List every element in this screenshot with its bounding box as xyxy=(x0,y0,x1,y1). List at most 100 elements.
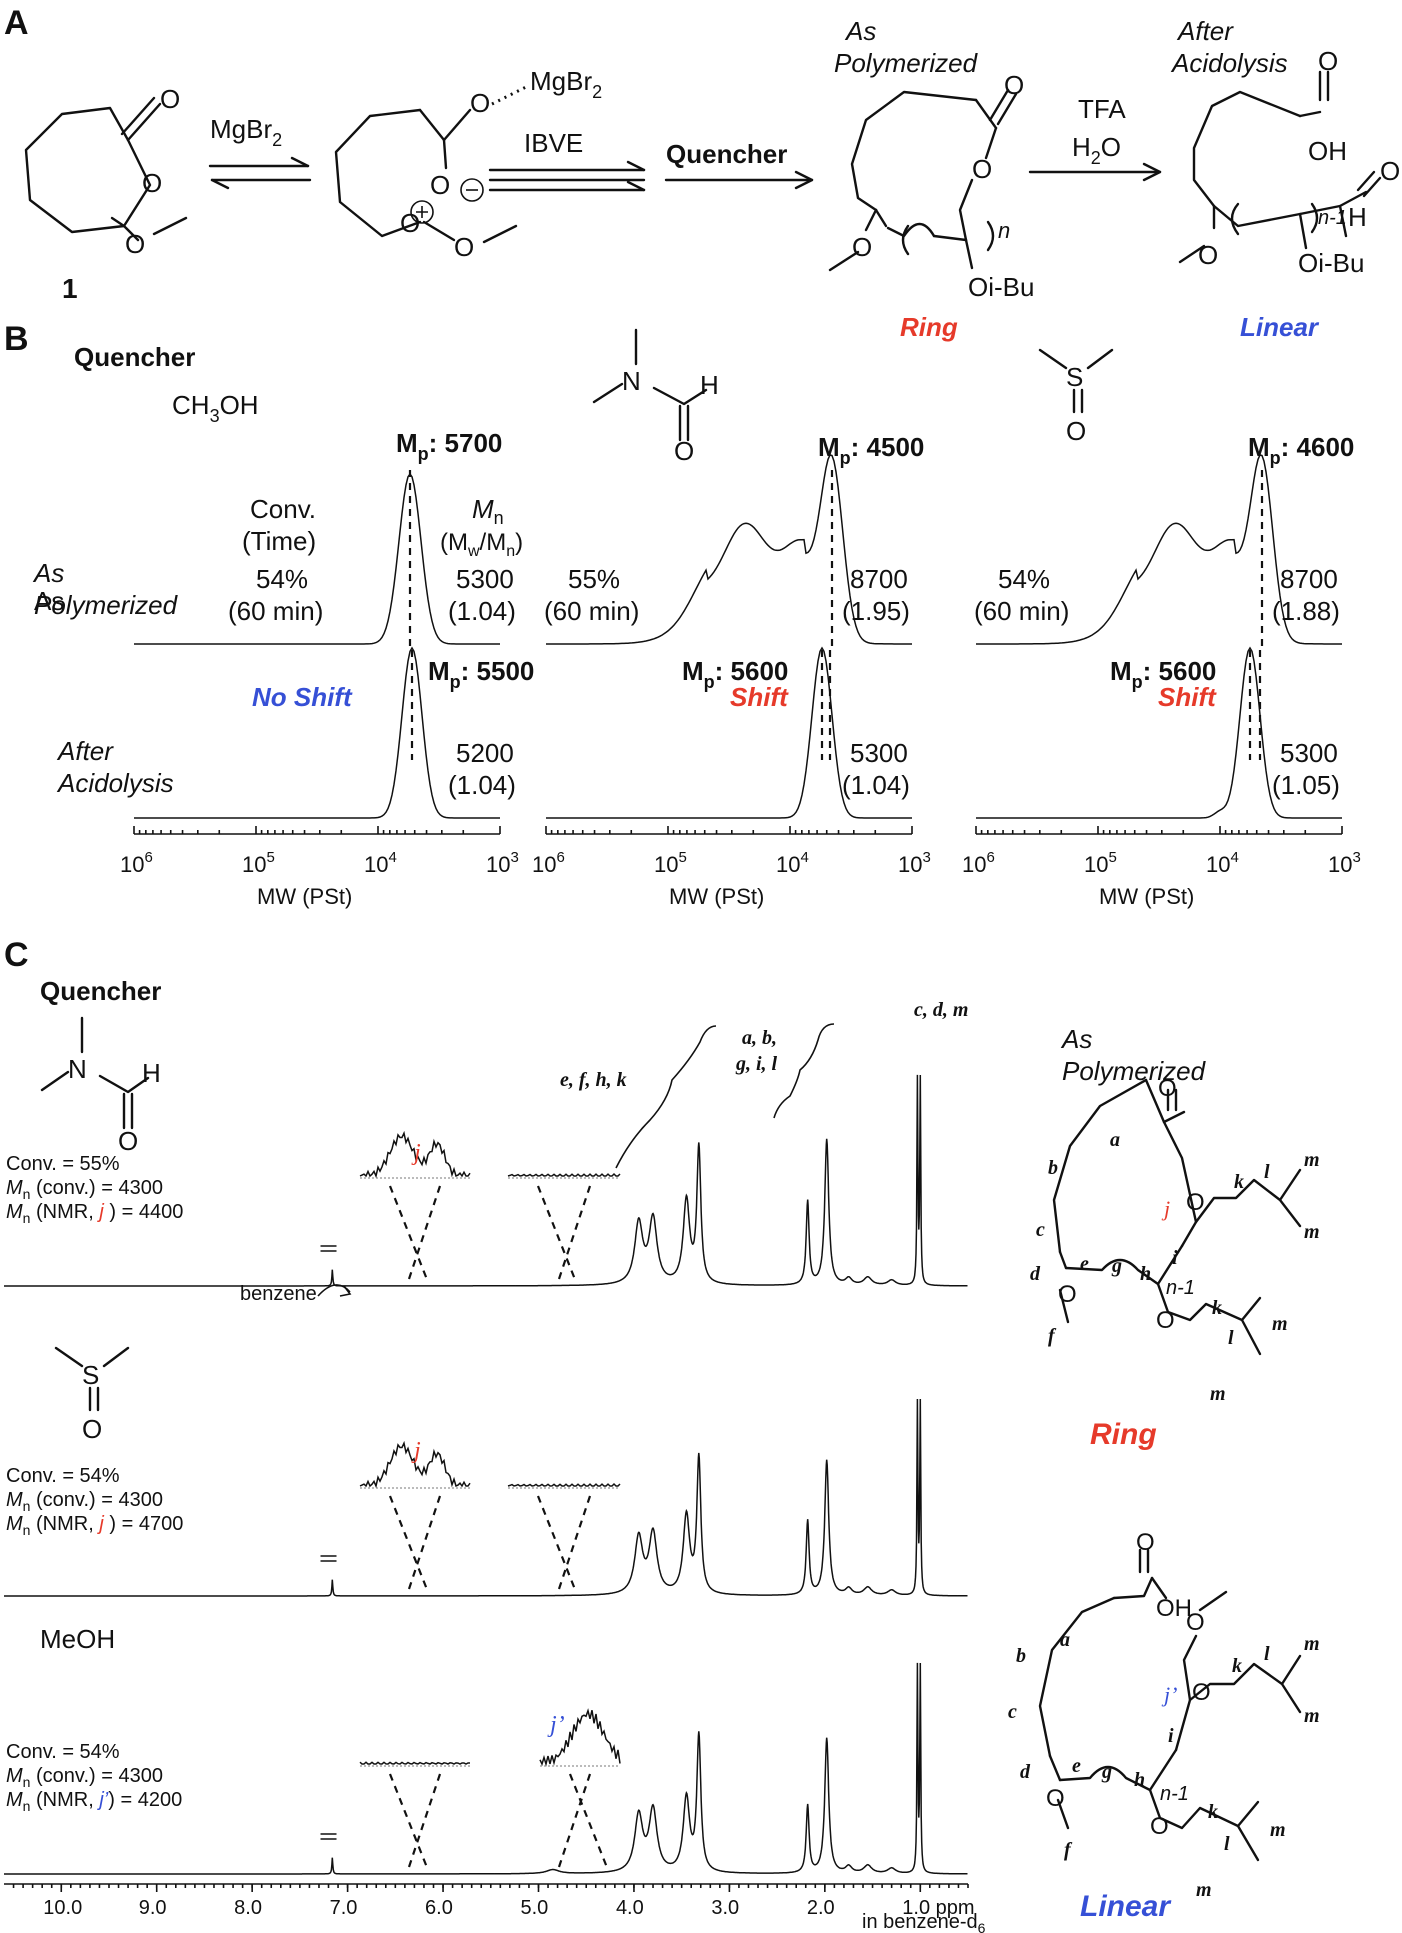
svg-text:Mn (NMR, j ) = 4400: Mn (NMR, j ) = 4400 xyxy=(6,1201,183,1226)
svg-text:Mn (conv.) = 4300: Mn (conv.) = 4300 xyxy=(6,1765,163,1790)
svg-text:O: O xyxy=(160,84,180,114)
svg-text:O: O xyxy=(142,168,162,198)
svg-text:O: O xyxy=(1156,1307,1175,1334)
svg-text:O: O xyxy=(1066,416,1086,446)
svg-text:O: O xyxy=(1380,156,1400,186)
svg-text:O: O xyxy=(1158,1075,1177,1102)
axis-tick-label: 104 xyxy=(364,849,397,877)
ppm-tick-label: 5.0 xyxy=(520,1897,548,1919)
svg-text:k: k xyxy=(1212,1297,1222,1319)
nmr-spectrum-2 xyxy=(4,1398,968,1597)
svg-text:Conv. = 54%: Conv. = 54% xyxy=(6,1741,120,1763)
mn-bottom: 5300 xyxy=(850,738,908,768)
ppm-tick-label: 7.0 xyxy=(330,1897,358,1919)
ppm-tick-label: 8.0 xyxy=(234,1897,262,1919)
svg-text:g: g xyxy=(1101,1761,1112,1783)
panel-b-label: B xyxy=(4,320,29,358)
svg-text:n: n xyxy=(998,218,1010,243)
svg-text:k: k xyxy=(1208,1801,1218,1823)
svg-text:e, f, h, k: e, f, h, k xyxy=(560,1069,627,1091)
svg-text:MeOH: MeOH xyxy=(40,1624,115,1654)
axis-tick-label: 106 xyxy=(120,849,153,877)
svg-text:Polymerized: Polymerized xyxy=(1062,1056,1207,1086)
svg-text:Linear: Linear xyxy=(1240,312,1320,342)
time-value: (60 min) xyxy=(544,596,639,626)
svg-text:j’: j’ xyxy=(1161,1682,1177,1707)
dmf-structure-c: N H O xyxy=(40,1016,161,1156)
svg-text:Polymerized: Polymerized xyxy=(34,590,179,620)
compound-number: 1 xyxy=(62,273,78,304)
svg-text:IBVE: IBVE xyxy=(524,128,583,158)
svg-text:MgBr2: MgBr2 xyxy=(530,66,602,102)
svg-text:l: l xyxy=(1228,1327,1234,1349)
svg-text:H2O: H2O xyxy=(1072,132,1121,168)
svg-text:l: l xyxy=(1224,1833,1230,1855)
ring-structure-labeled: O O O O O O a b c d e f g h i j k l m m … xyxy=(1030,1075,1320,1451)
svg-text:Ring: Ring xyxy=(900,312,958,342)
svg-text:Mn (conv.) = 4300: Mn (conv.) = 4300 xyxy=(6,1489,163,1514)
svg-text:l: l xyxy=(1264,1161,1270,1183)
svg-text:O: O xyxy=(125,229,145,259)
svg-text:As: As xyxy=(844,16,876,46)
ppm-tick-label: 9.0 xyxy=(139,1897,167,1919)
svg-text:O: O xyxy=(400,208,420,238)
svg-text:(Time): (Time) xyxy=(242,526,316,556)
svg-text:O: O xyxy=(1192,1679,1211,1706)
ppm-tick-label: 2.0 xyxy=(807,1897,835,1919)
dispersity-top: (1.88) xyxy=(1272,596,1340,626)
svg-text:i: i xyxy=(1172,1247,1178,1269)
svg-text:Acidolysis: Acidolysis xyxy=(56,768,174,798)
ppm-tick-label: 1.0 ppm xyxy=(902,1897,974,1919)
svg-text:a: a xyxy=(1110,1129,1120,1151)
nmr-trace xyxy=(4,1074,968,1287)
svg-text:Mn (NMR, j’) = 4200: Mn (NMR, j’) = 4200 xyxy=(6,1789,182,1814)
axis-tick-label: 103 xyxy=(1328,849,1361,877)
svg-text:Mn: Mn xyxy=(472,494,504,528)
svg-text:j: j xyxy=(1161,1196,1170,1221)
svg-text:O: O xyxy=(1318,46,1338,76)
compound-1-structure: O O O 1 xyxy=(24,84,188,304)
mn-top: 5300 xyxy=(456,564,514,594)
svg-text:O: O xyxy=(1186,1609,1205,1636)
svg-text:m: m xyxy=(1304,1221,1320,1243)
axis-tick-label: 105 xyxy=(654,849,687,877)
shift-label: Shift xyxy=(1158,682,1217,712)
svg-text:m: m xyxy=(1270,1819,1286,1841)
time-value: (60 min) xyxy=(228,596,323,626)
acidolysis-arrow xyxy=(1028,162,1162,182)
gpc-trace-after-acidolysis xyxy=(546,646,912,819)
svg-text:n-1: n-1 xyxy=(1166,1277,1195,1299)
dmf-structure-b: N H O xyxy=(592,328,719,466)
svg-text:S: S xyxy=(1066,362,1083,392)
axis-label: MW (PSt) xyxy=(257,884,352,909)
svg-text:Mn (NMR, j ) = 4700: Mn (NMR, j ) = 4700 xyxy=(6,1513,183,1538)
svg-text:Conv.: Conv. xyxy=(250,494,316,524)
mn-bottom: 5300 xyxy=(1280,738,1338,768)
dispersity-bottom: (1.04) xyxy=(448,770,516,800)
svg-text:(Mw/Mn): (Mw/Mn) xyxy=(440,529,523,560)
ibve-arrows xyxy=(488,160,646,192)
axis-tick-label: 104 xyxy=(776,849,809,877)
gpc-trace-as-polymerized xyxy=(134,472,500,645)
svg-text:As: As xyxy=(32,558,64,588)
linear-structure-labeled: O OH O O O O a b c d e f g h i j’ k l m … xyxy=(1008,1529,1320,1923)
svg-text:Quencher: Quencher xyxy=(40,976,161,1006)
svg-text:k: k xyxy=(1232,1655,1242,1677)
svg-text:m: m xyxy=(1196,1879,1212,1901)
conversion-value: 54% xyxy=(256,564,308,594)
svg-text:O: O xyxy=(1004,70,1024,100)
svg-text:After: After xyxy=(56,736,114,766)
svg-text:n-1: n-1 xyxy=(1318,207,1347,229)
mp-top-label: Mp: 4500 xyxy=(818,432,924,468)
svg-text:O: O xyxy=(674,436,694,466)
svg-text:l: l xyxy=(1264,1643,1270,1665)
conversion-value: 55% xyxy=(568,564,620,594)
svg-text:g, i, l: g, i, l xyxy=(735,1053,778,1075)
svg-text:Ring: Ring xyxy=(1090,1418,1157,1451)
svg-text:O: O xyxy=(454,232,474,262)
svg-text:O: O xyxy=(1046,1785,1065,1812)
svg-text:n-1: n-1 xyxy=(1160,1783,1189,1805)
